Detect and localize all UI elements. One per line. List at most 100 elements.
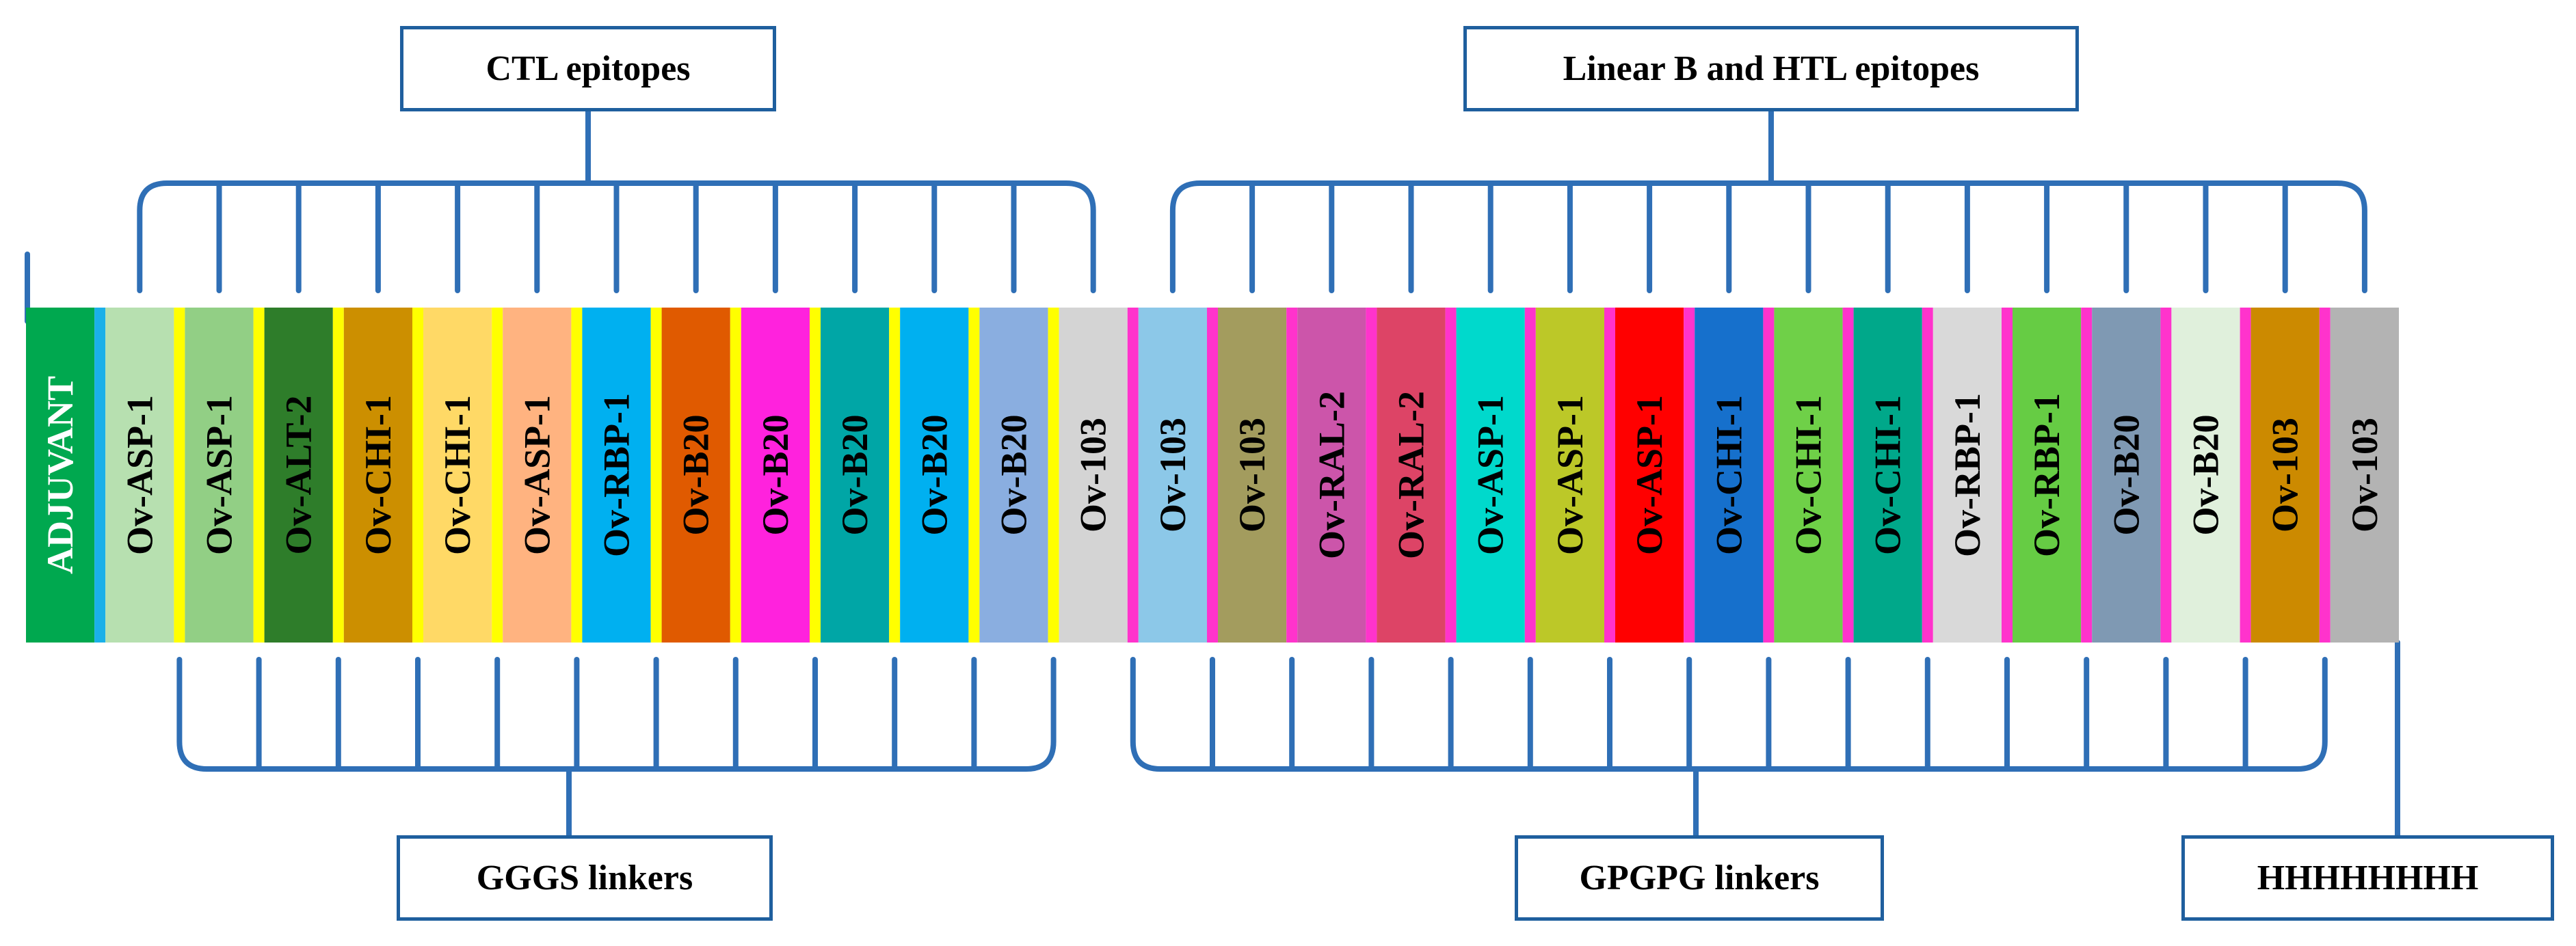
segment-label: Ov-B20: [755, 414, 796, 535]
segment-label: Ov-B20: [994, 414, 1035, 535]
linear-b-htl-epitopes-label: Linear B and HTL epitopes: [1463, 26, 2079, 111]
epitope-segment: [1218, 308, 1287, 643]
gpgpg-linkers-label: GPGPG linkers: [1515, 835, 1884, 921]
gggs-linker: [968, 308, 980, 643]
segment-label: Ov-ASP-1: [1550, 395, 1591, 555]
segment-label: Ov-CHI-1: [1868, 395, 1909, 555]
segment-label: Ov-RAL-2: [1391, 391, 1432, 559]
gggs-linker: [253, 308, 265, 643]
gpgpg-linker: [1207, 308, 1218, 643]
epitope-segment: [2092, 308, 2161, 643]
gpgpg-linker: [1366, 308, 1377, 643]
epitope-segment: [1456, 308, 1525, 643]
gggs-linker: [730, 308, 741, 643]
linear-bracket: [1169, 180, 2367, 293]
epitope-segment: [105, 308, 174, 643]
segment-label: Ov-103: [1152, 418, 1193, 532]
epitope-segment: [582, 308, 651, 643]
gggs-linker: [412, 308, 423, 643]
segment-label: Ov-CHI-1: [358, 395, 399, 555]
segment-label: Ov-103: [2265, 418, 2306, 532]
gggs-linker: [810, 308, 821, 643]
epitope-segment: [821, 308, 890, 643]
epitope-segment: [423, 308, 492, 643]
gpgpg-linker: [2319, 308, 2331, 643]
gggs-linker: [650, 308, 662, 643]
epitope-segment: [503, 308, 572, 643]
epitope-segment: [1535, 308, 1604, 643]
gggs-linker: [1048, 308, 1059, 643]
gpgpg-linker: [1604, 308, 1615, 643]
epitope-segment: [1853, 308, 1922, 643]
segment-label: Ov-103: [1073, 418, 1114, 532]
epitope-segment: [264, 308, 333, 643]
epitope-segment: [900, 308, 969, 643]
segment-label: Ov-RBP-1: [596, 393, 637, 557]
segment-label: Ov-103: [1232, 418, 1273, 532]
segment-label: Ov-B20: [676, 414, 717, 535]
epitope-segment: [185, 308, 254, 643]
segment-label: Ov-CHI-1: [1708, 395, 1749, 555]
construct-segments: ADJUVANT Ov-ASP-1 Ov-ASP-1 Ov-ALT-2 Ov-CHI-1…: [26, 308, 2399, 643]
gggs-linker: [492, 308, 503, 643]
epitope-segment: [741, 308, 810, 643]
epitope-segment: [2330, 308, 2399, 643]
segment-label: Ov-RBP-1: [1947, 393, 1988, 557]
gpgpg-linker: [2081, 308, 2093, 643]
gpgpg-linker: [1286, 308, 1298, 643]
adjuvant-segment: [26, 308, 95, 643]
epitope-segment: [343, 308, 412, 643]
segment-label: Ov-RAL-2: [1311, 391, 1352, 559]
epitope-segment: [2250, 308, 2320, 643]
gggs-linker: [174, 308, 185, 643]
segment-label: Ov-RBP-1: [2026, 393, 2067, 557]
adjuvant-label: ADJUVANT: [40, 376, 81, 574]
segment-label: Ov-103: [2344, 418, 2385, 532]
gggs-linker: [571, 308, 583, 643]
gpgpg-linker: [1524, 308, 1536, 643]
epitope-segment: [1933, 308, 2002, 643]
his-tag-label: HHHHHHHH: [2181, 835, 2554, 921]
segment-label: Ov-B20: [834, 414, 875, 535]
segment-label: Ov-ALT-2: [278, 395, 319, 554]
segment-label: Ov-ASP-1: [1629, 395, 1670, 555]
segment-label: Ov-B20: [914, 414, 955, 535]
segment-label: Ov-CHI-1: [437, 395, 478, 555]
adjuvant-linker: [94, 308, 106, 643]
epitope-segment: [1297, 308, 1366, 643]
epitope-segment: [1774, 308, 1843, 643]
epitope-segment: [2171, 308, 2240, 643]
segment-label: Ov-B20: [2106, 414, 2147, 535]
epitope-segment: [1615, 308, 1684, 643]
epitope-segment: [1377, 308, 1446, 643]
epitope-segment: [1695, 308, 1764, 643]
gpgpg-linker: [1445, 308, 1457, 643]
epitope-segment: [661, 308, 730, 643]
epitope-segment: [2013, 308, 2082, 643]
epitope-segment: [1138, 308, 1207, 643]
gpgpg-linker: [1922, 308, 1933, 643]
segment-label: Ov-ASP-1: [199, 395, 240, 555]
gggs-linker: [889, 308, 901, 643]
epitope-segment: [1059, 308, 1128, 643]
gggs-bracket: [176, 657, 1057, 772]
gpgpg-linker: [2002, 308, 2013, 643]
bracket-connectors: [25, 109, 2400, 838]
gpgpg-linker: [2240, 308, 2251, 643]
gpgpg-linker: [1684, 308, 1695, 643]
ctl-epitopes-label: CTL epitopes: [400, 26, 776, 111]
segment-label: Ov-ASP-1: [119, 395, 160, 555]
gggs-linker: [332, 308, 344, 643]
segment-label: Ov-ASP-1: [1470, 395, 1511, 555]
gggs-linkers-label: GGGS linkers: [397, 835, 773, 921]
epitope-segment: [979, 308, 1048, 643]
gpgpg-linker: [1842, 308, 1854, 643]
gpgpg-linker: [1127, 308, 1139, 643]
gpgpg-bracket: [1130, 657, 2328, 772]
segment-label: Ov-ASP-1: [516, 395, 557, 555]
gpgpg-linker: [2160, 308, 2172, 643]
gpgpg-linker: [1763, 308, 1775, 643]
segment-label: Ov-B20: [2186, 414, 2227, 535]
segment-label: Ov-CHI-1: [1788, 395, 1829, 555]
